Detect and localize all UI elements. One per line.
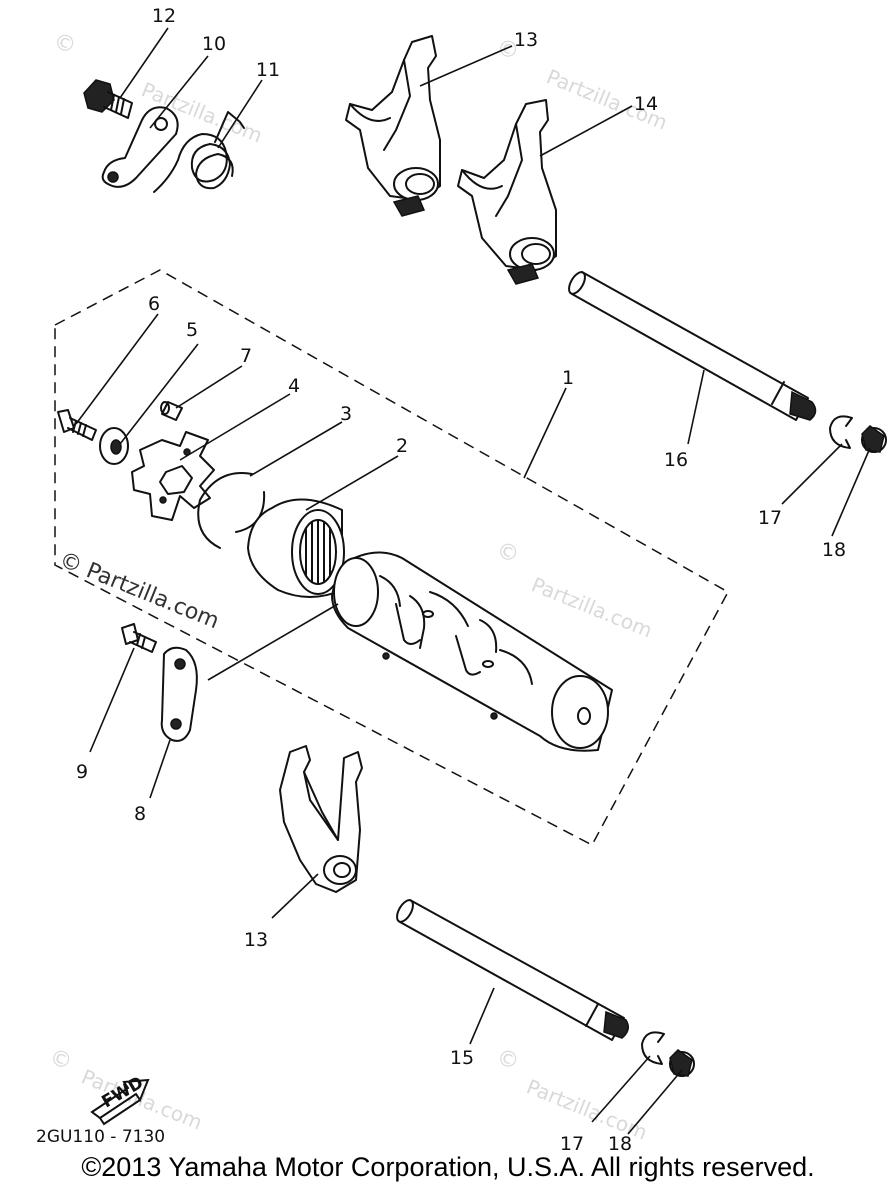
part-4-segment — [131, 431, 215, 521]
svg-text:©: © — [50, 28, 80, 59]
part-18-cap-bottom — [669, 1049, 695, 1077]
part-9-screw — [121, 623, 157, 653]
callout-18-top: 18 — [822, 539, 846, 561]
svg-text:©: © — [493, 537, 523, 568]
callout-9: 9 — [76, 761, 88, 783]
callout-11: 11 — [256, 59, 280, 81]
callout-12: 12 — [152, 5, 176, 27]
part-6-screw — [57, 409, 97, 441]
svg-text:©: © — [493, 1044, 523, 1075]
part-8-plate — [160, 646, 198, 742]
assembly-boundary — [54, 269, 730, 847]
copyright-notice: ©2013 Yamaha Motor Corporation, U.S.A. A… — [81, 1152, 815, 1182]
diagram-code: 2GU110 - 7130 — [36, 1127, 165, 1147]
callout-17-top: 17 — [758, 507, 782, 529]
callout-18-bottom: 18 — [608, 1133, 632, 1155]
leader-lines — [75, 27, 871, 1135]
svg-text:Partzilla.com: Partzilla.com — [78, 1064, 206, 1134]
part-16-guide-bar — [568, 271, 817, 421]
part-13-shift-fork-bottom — [279, 745, 363, 893]
callout-10: 10 — [202, 33, 226, 55]
callout-6: 6 — [148, 293, 160, 315]
callout-1: 1 — [562, 367, 574, 389]
shift-drum — [331, 551, 613, 752]
callout-5: 5 — [186, 319, 198, 341]
callout-2: 2 — [396, 435, 408, 457]
callout-7: 7 — [240, 345, 252, 367]
watermark-main: © Partzilla.com — [56, 547, 223, 634]
part-11-spring — [153, 111, 245, 193]
part-2-bearing — [247, 498, 345, 598]
callout-17-bottom: 17 — [560, 1133, 584, 1155]
callout-13-top: 13 — [514, 29, 538, 51]
svg-text:©: © — [46, 1044, 76, 1075]
part-10-plate — [101, 106, 179, 188]
callouts: 12 10 11 13 14 6 5 7 4 3 2 1 16 17 18 9 … — [76, 5, 846, 1155]
callout-4: 4 — [288, 375, 300, 397]
callout-3: 3 — [340, 403, 352, 425]
part-5-washer — [99, 427, 129, 465]
part-7-pin — [160, 401, 183, 421]
callout-13-bottom: 13 — [244, 929, 268, 951]
part-13-shift-fork-top — [345, 35, 441, 217]
part-12-bolt — [83, 79, 133, 119]
part-17-circlip-top — [829, 415, 853, 449]
callout-8: 8 — [134, 803, 146, 825]
callout-14: 14 — [634, 93, 658, 115]
part-15-guide-bar — [396, 899, 629, 1041]
part-18-cap-top — [861, 425, 887, 453]
callout-15: 15 — [450, 1047, 474, 1069]
part-17-circlip-bottom — [641, 1031, 665, 1065]
callout-16: 16 — [664, 449, 688, 471]
svg-text:Partzilla.com: Partzilla.com — [528, 572, 656, 642]
part-14-shift-fork — [457, 99, 557, 285]
